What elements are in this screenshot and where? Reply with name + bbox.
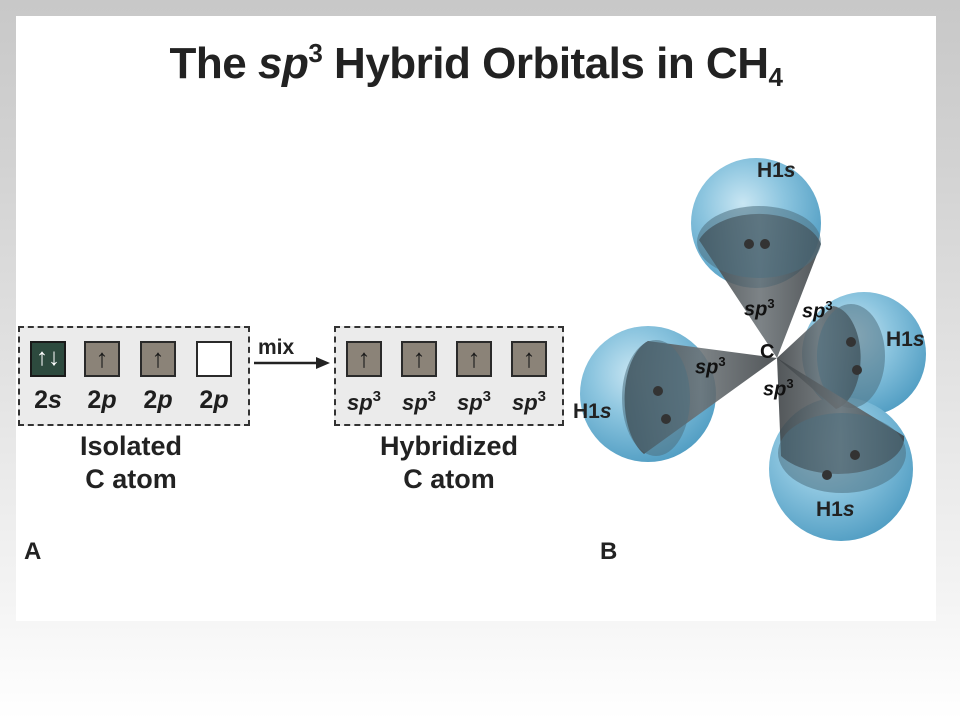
- h1s-label-top: H1s: [757, 159, 796, 182]
- panel-b-label: B: [600, 538, 618, 565]
- sp3-lobe-left-cap: [622, 340, 690, 456]
- title-middle: Hybrid Orbitals in CH: [322, 39, 769, 88]
- h1s-label-left: H1s: [573, 400, 612, 423]
- hybrid-orbital-box-1: ↑: [346, 341, 382, 377]
- orbital-2p-box-1: ↑: [84, 341, 120, 377]
- electron-dot: [850, 450, 860, 460]
- slide: The sp3 Hybrid Orbitals in CH4 ↑↓ ↑ ↑ 2s…: [16, 16, 936, 621]
- mix-label: mix: [258, 336, 295, 359]
- orbital-label-2p-2: 2p: [143, 386, 173, 414]
- hybrid-label-2: sp3: [401, 388, 437, 415]
- orbital-label-2p-1: 2p: [87, 386, 117, 414]
- hybrid-label-4: sp3: [511, 388, 547, 415]
- hybrid-label-3: sp3: [456, 388, 492, 415]
- title-prefix: The: [169, 39, 258, 88]
- orbital-2p-box-3: [196, 341, 232, 377]
- sp3-lobe-bottom-cap: [778, 413, 906, 493]
- electron-dot: [760, 239, 770, 249]
- orbital-label-2p-3: 2p: [199, 386, 229, 414]
- orbital-label-2s: 2s: [34, 386, 62, 414]
- sp3-lobe-top-cap: [697, 206, 821, 278]
- hybrid-label-1: sp3: [346, 388, 382, 415]
- mix-arrow: [254, 357, 330, 369]
- title-subscript: 4: [768, 62, 783, 92]
- sp3-label-left: sp3: [695, 354, 726, 379]
- title-sp: sp: [257, 39, 309, 88]
- panel-a-label: A: [24, 538, 42, 565]
- hybrid-orbital-box-4: ↑: [511, 341, 547, 377]
- sp3-lobe-right-cap: [817, 304, 885, 408]
- electron-dot: [661, 414, 671, 424]
- electron-dot: [852, 365, 862, 375]
- sp3-label-bottom: sp3: [763, 376, 794, 401]
- hybrid-orbital-box-3: ↑: [456, 341, 492, 377]
- slide-title: The sp3 Hybrid Orbitals in CH4: [16, 38, 936, 93]
- orbital-2p-box-2: ↑: [140, 341, 176, 377]
- hybrid-orbital-box-2: ↑: [401, 341, 437, 377]
- h1s-label-bottom: H1s: [816, 498, 855, 521]
- sp3-label-right: sp3: [802, 298, 833, 323]
- carbon-center-label: C: [760, 341, 775, 363]
- orbital-2s-box: ↑↓: [30, 341, 66, 377]
- electron-dot: [744, 239, 754, 249]
- electron-dot: [822, 470, 832, 480]
- h1s-label-right: H1s: [886, 328, 925, 351]
- sp3-label-top: sp3: [744, 296, 775, 321]
- title-superscript: 3: [308, 38, 323, 68]
- ch4-orbital-illustration: [580, 158, 926, 541]
- electron-dot: [653, 386, 663, 396]
- electron-dot: [846, 337, 856, 347]
